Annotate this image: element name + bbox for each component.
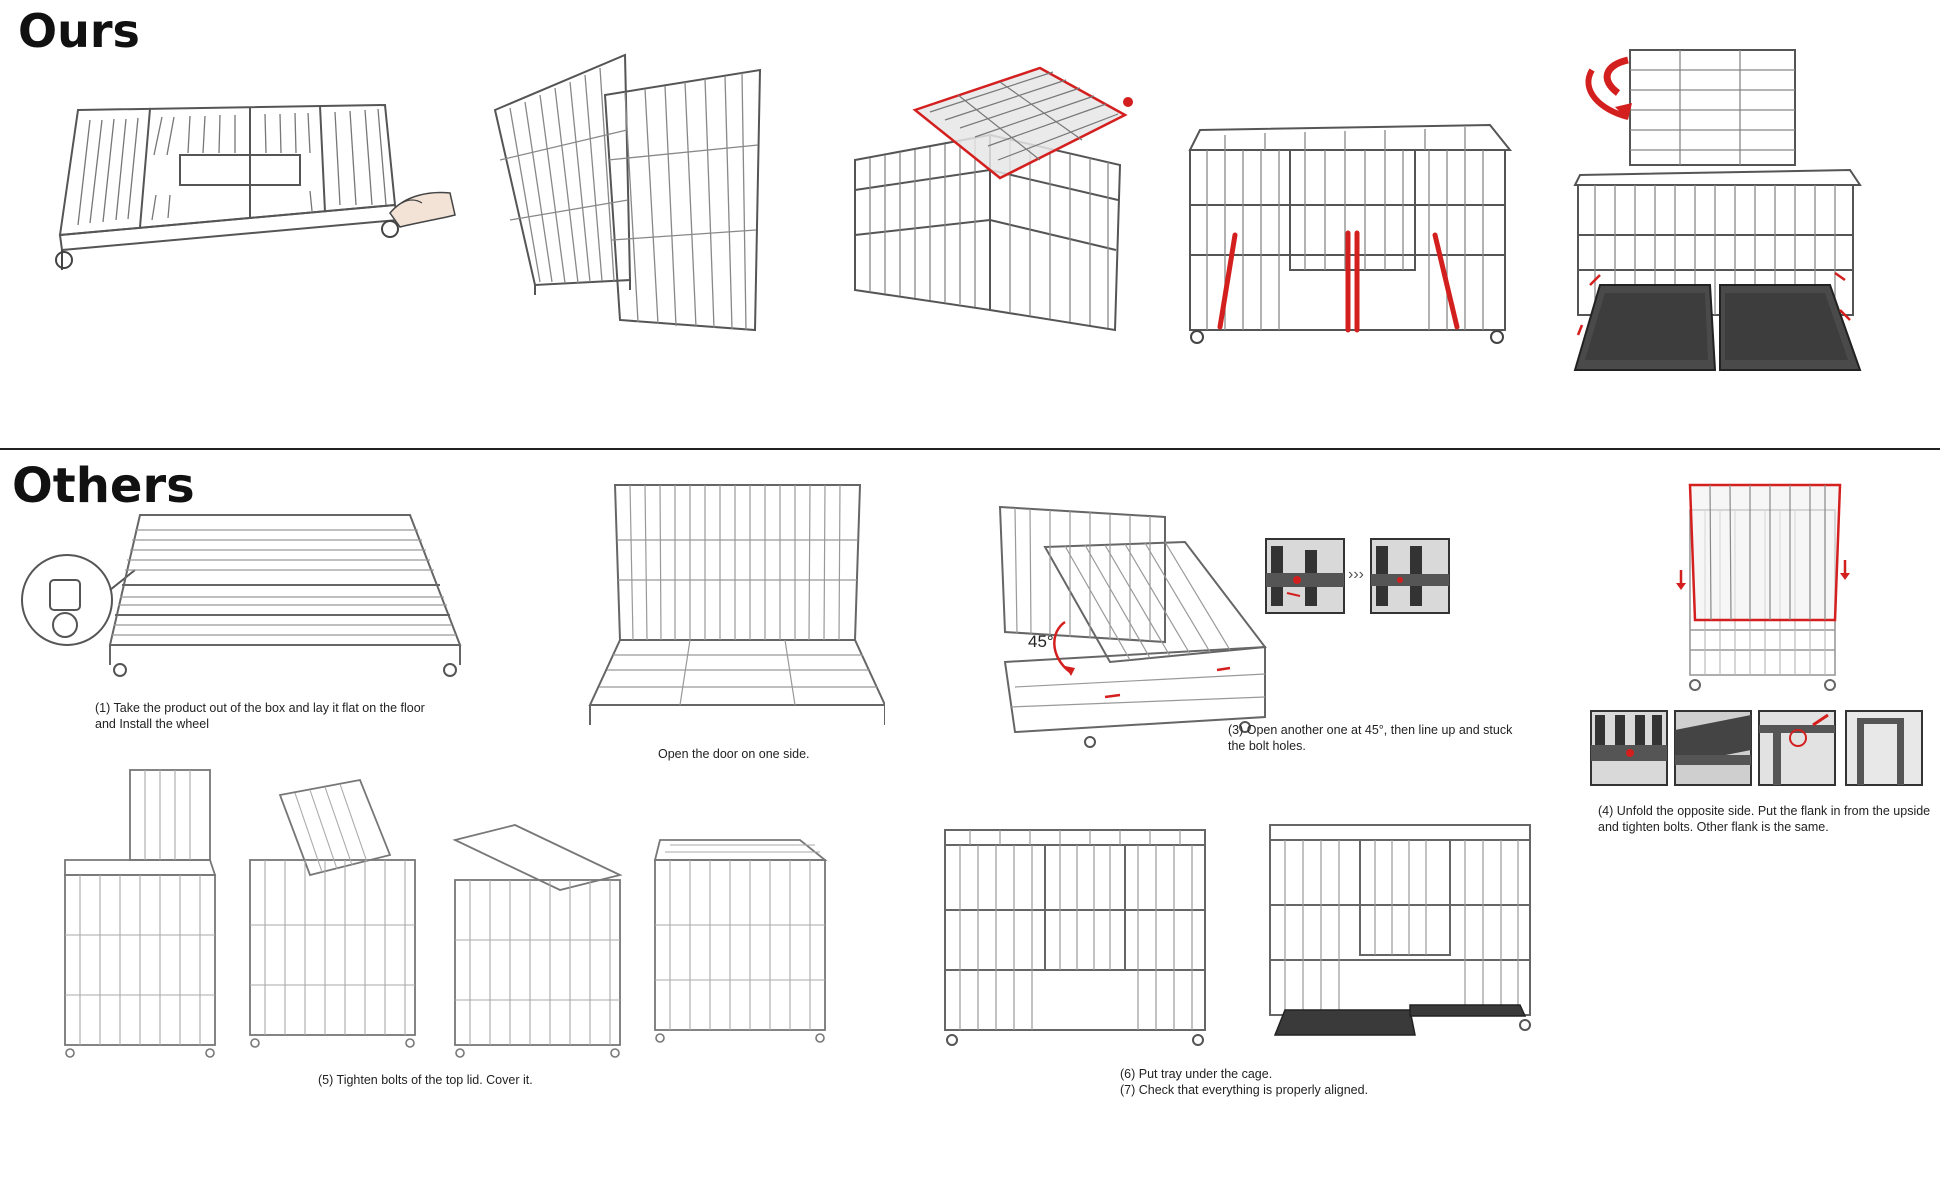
others-step3-bolt-detail-2 xyxy=(1370,538,1450,614)
ours-step-folding-illustration xyxy=(493,53,762,332)
angle-label: 45° xyxy=(1028,632,1054,651)
caption-step2: Open the door on one side. xyxy=(658,747,810,761)
caption-step1: (1) Take the product out of the box and … xyxy=(95,701,425,731)
others-step4-detail-3 xyxy=(1758,710,1836,786)
caption-step3: (3) Open another one at 45°, then line u… xyxy=(1228,723,1513,753)
ours-step-top-lid-illustration xyxy=(854,66,1133,332)
others-step4-illustration xyxy=(1676,483,1850,691)
chevron-right-icon: ››› xyxy=(1348,566,1364,583)
caption-step6-7: (6) Put tray under the cage. (7) Check t… xyxy=(1120,1067,1369,1097)
others-step3-illustration xyxy=(998,505,1267,748)
ours-step-assembled-cage-illustration xyxy=(1188,123,1513,344)
section-title-ours: Ours xyxy=(18,4,140,58)
others-step2-illustration xyxy=(588,484,885,725)
others-step4-detail-4 xyxy=(1845,710,1923,786)
section-divider xyxy=(0,448,1940,450)
caption-step4: (4) Unfold the opposite side. Put the fl… xyxy=(1598,804,1931,834)
others-step1-illustration xyxy=(21,514,462,677)
others-step3-bolt-detail-1 xyxy=(1265,538,1345,614)
others-step4-detail-2 xyxy=(1674,710,1752,786)
ours-step-tray-install-illustration xyxy=(1573,49,1862,371)
others-step4-detail-1 xyxy=(1590,710,1668,786)
section-title-others: Others xyxy=(12,458,195,514)
others-step6-7-illustration xyxy=(944,824,1531,1046)
others-step5-illustration xyxy=(64,769,828,1058)
ours-step-flat-panel-illustration xyxy=(55,103,456,270)
caption-step5: (5) Tighten bolts of the top lid. Cover … xyxy=(318,1073,533,1087)
